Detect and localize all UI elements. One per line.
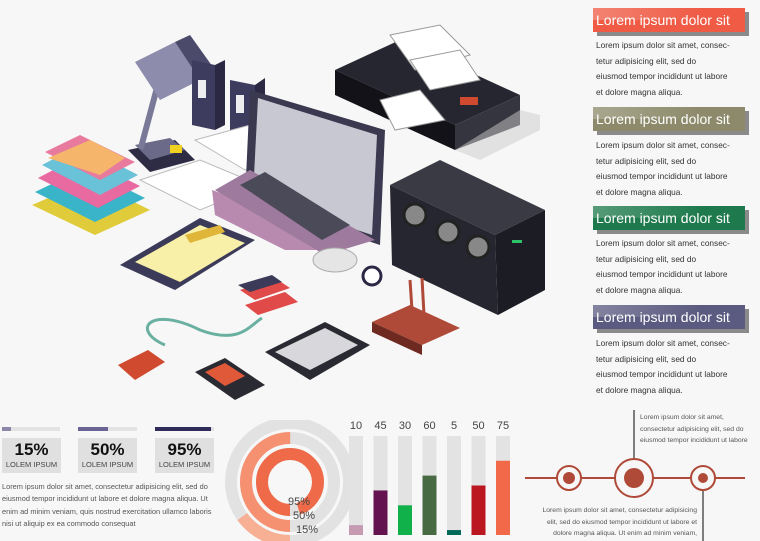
donut-arc xyxy=(240,432,340,532)
text-line: et dolore magna aliqua. xyxy=(596,186,683,197)
panel-text: Lorem ipsum dolor sit amet, consec-tetur… xyxy=(596,38,746,100)
text-line: tetur adipisicing elit, sed do xyxy=(596,353,697,364)
text-line: Lorem ipsum dolor sit amet, xyxy=(640,414,724,421)
stat-box: 95%LOLEM IPSUM xyxy=(155,438,214,473)
phone-icon xyxy=(195,358,265,400)
text-line: et dolore magna aliqua. xyxy=(596,284,683,295)
progress-fill xyxy=(78,427,108,431)
text-line: eiusmod tempor incididunt ut labore et d… xyxy=(2,494,208,504)
timeline-bottom-text: Lorem ipsum dolor sit amet, consectetur … xyxy=(520,505,697,540)
bar xyxy=(373,490,388,535)
radio-icon xyxy=(390,160,545,315)
panel-title: Lorem ipsum dolor sit xyxy=(593,206,745,230)
stat-box: 50%LOLEM IPSUM xyxy=(78,438,137,473)
text-line: dolore magna aliqua. Ut enim ad minim ve… xyxy=(553,530,697,537)
panel-text: Lorem ipsum dolor sit amet, consec-tetur… xyxy=(596,138,746,200)
progress-bar xyxy=(2,427,60,431)
tablet-icon xyxy=(265,322,370,380)
text-line: elit, sed do eiusmod tempor incididunt u… xyxy=(547,518,697,526)
text-line: tetur adipisicing elit, sed do xyxy=(596,253,697,264)
text-line: eiusmod tempor incididunt ut labore xyxy=(596,269,728,279)
text-line: eiusmod tempor incididunt ut labore xyxy=(596,71,728,81)
text-line: Lorem ipsum dolor sit amet, consec- xyxy=(596,40,730,50)
donut-labels: 95% 50% 15% xyxy=(288,495,318,537)
panel-text: Lorem ipsum dolor sit amet, consec-tetur… xyxy=(596,236,746,298)
cassettes-icon xyxy=(238,275,298,315)
text-line: enim ad minim veniam, quis nostrud exerc… xyxy=(2,506,212,516)
stat-box: 15%LOLEM IPSUM xyxy=(2,438,61,473)
books-icon xyxy=(32,135,150,235)
stat-label: LOLEM IPSUM xyxy=(81,460,134,469)
bar xyxy=(349,525,363,535)
text-line: et dolore magna aliqua. xyxy=(596,384,683,395)
text-line: Lorem ipsum dolor sit amet, consectetur … xyxy=(542,507,697,514)
printer-icon xyxy=(335,24,540,160)
laptop-icon xyxy=(212,90,385,255)
router-icon xyxy=(372,277,460,355)
cable-icon xyxy=(145,316,263,347)
text-line: Lorem ipsum dolor sit amet, consec- xyxy=(596,238,730,248)
text-line: nisi ut aliquip ex ea commodo consequat xyxy=(2,518,136,528)
donut-arc xyxy=(256,448,324,516)
bar-label: 10 xyxy=(350,420,362,432)
stopwatch-icon xyxy=(361,265,383,287)
donut-chart xyxy=(225,420,350,541)
mouse-icon xyxy=(312,247,358,273)
donut-label: 50% xyxy=(293,510,316,522)
bar-label: 5 xyxy=(451,420,457,432)
timeline xyxy=(525,410,745,541)
text-line: tetur adipisicing elit, sed do xyxy=(596,55,697,66)
panel-title: Lorem ipsum dolor sit xyxy=(593,305,745,329)
text-line: consectetur adipisicing elit, sed do xyxy=(640,425,744,433)
stat-value: 50% xyxy=(90,440,125,459)
text-line: Lorem ipsum dolor sit amet, consectetur … xyxy=(2,482,208,491)
mp3-player-icon xyxy=(118,350,165,380)
text-line: Lorem ipsum dolor sit amet, consec- xyxy=(596,338,730,348)
panel-text: Lorem ipsum dolor sit amet, consec-tetur… xyxy=(596,336,746,398)
stat-label: LOLEM IPSUM xyxy=(158,460,211,469)
text-line: eiusmod tempor incididunt ut labore xyxy=(596,369,728,379)
clipboard-icon xyxy=(120,218,255,290)
text-line: et dolore magna aliqua. xyxy=(596,86,683,97)
bar-label: 75 xyxy=(497,420,509,432)
bar-chart: 10 45 30 60 5 50 75 xyxy=(349,420,510,535)
progress-fill xyxy=(155,427,212,431)
office-illustration xyxy=(32,24,545,400)
panel-title: Lorem ipsum dolor sit xyxy=(593,107,745,131)
stat-value: 15% xyxy=(14,440,49,459)
bar-label: 30 xyxy=(399,420,411,432)
bar-label: 50 xyxy=(472,420,484,432)
text-line: eiusmod tempor incididunt ut labore xyxy=(596,171,728,181)
stats-description: Lorem ipsum dolor sit amet, consectetur … xyxy=(2,481,214,530)
panel-title: Lorem ipsum dolor sit xyxy=(593,8,745,32)
bar xyxy=(447,530,461,535)
progress-bar xyxy=(78,427,137,431)
stat-label: LOLEM IPSUM xyxy=(5,460,58,469)
progress-fill xyxy=(2,427,11,431)
text-line: tetur adipisicing elit, sed do xyxy=(596,155,697,166)
bar-label: 45 xyxy=(374,420,386,432)
desk-lamp-icon xyxy=(128,35,215,172)
donut-label: 95% xyxy=(288,496,311,508)
bar-track xyxy=(349,436,363,535)
text-line: Lorem ipsum dolor sit amet, consec- xyxy=(596,140,730,150)
bar xyxy=(398,505,412,535)
timeline-top-text: Lorem ipsum dolor sit amet, consectetur a… xyxy=(640,412,748,447)
stat-value: 95% xyxy=(167,440,202,459)
bar-label: 60 xyxy=(423,420,435,432)
bar xyxy=(496,460,510,535)
text-line: eiusmod tempor incididunt ut labore xyxy=(640,437,748,444)
progress-bar xyxy=(155,427,214,431)
bar-track xyxy=(447,436,461,535)
bar xyxy=(422,475,437,535)
donut-label: 15% xyxy=(296,524,319,536)
bar xyxy=(471,485,486,535)
